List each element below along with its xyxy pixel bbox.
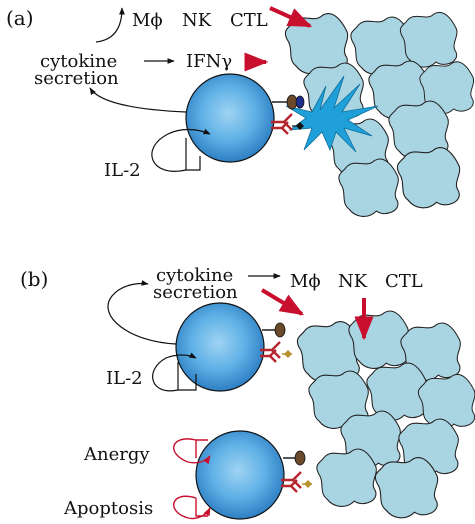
tumor-cell [316,448,377,507]
anergy-label: Anergy [83,444,150,465]
tumor-cell [399,11,458,68]
brown-ligand-icon [286,94,298,110]
panel-a-letter: (a) [6,6,34,30]
apoptosis-loop [173,495,210,520]
ctl-label-a: CTL [230,10,268,31]
antigen-icon [284,350,292,358]
arrow-tcell-to-cytokine-a [89,87,187,113]
receptor-complex-b-lower [281,450,312,493]
panel-a: (a) Mϕ NK CTL [6,6,475,217]
tumor-cell [374,457,439,519]
navy-ligand-icon [295,95,305,109]
nk-label-b: NK [338,271,368,292]
tumor-cell [284,13,349,75]
tumor-cell [338,158,399,217]
cytokine-label-a: cytokine [40,51,117,72]
nk-label-a: NK [182,10,212,31]
macrophage-label-b: Mϕ [290,271,321,292]
tcr-receptor-icon [281,471,302,493]
curved-arrow-to-effectors-a [95,7,125,43]
antigen-icon [296,122,304,130]
arrow-tcell-to-cytokine-b [107,280,177,345]
apoptosis-label: Apoptosis [63,498,153,519]
panel-b-letter: (b) [20,267,48,291]
il2-label-b: IL-2 [106,368,143,389]
receptor-complex-a [271,94,305,135]
t-cell-b-lower [195,430,285,520]
tumor-cell [396,147,461,209]
macrophage-label-a: Mϕ [132,10,163,31]
panel-b: (b) [20,265,475,520]
tcr-receptor-icon [271,113,293,135]
t-cell-b-upper [175,302,265,392]
t-cell-a [185,73,275,163]
dendritic-cell [285,75,379,153]
ifn-gamma-label: IFNγ [186,51,232,72]
brown-ligand-icon [274,322,286,338]
il2-label-a: IL-2 [104,160,141,181]
red-arrow-to-tumor-b [260,288,305,316]
receptor-complex-b-upper [260,322,292,363]
il2-autocrine-loop-a [151,130,210,172]
red-arrow-ctl-to-tumor-a [269,6,313,28]
secretion-label-b: secretion [153,282,238,303]
ctl-label-b: CTL [385,271,423,292]
tumor-cluster-b [296,310,475,519]
il2-autocrine-loop-b [152,355,196,392]
antigen-icon [304,480,312,488]
cytokine-label-b: cytokine [156,265,233,286]
secretion-label-a: secretion [34,68,119,89]
tcr-receptor-icon [260,341,281,363]
anergy-loop [173,438,210,463]
tumor-cell [366,362,427,421]
brown-ligand-icon [294,450,306,466]
tumor-cell [348,310,409,369]
